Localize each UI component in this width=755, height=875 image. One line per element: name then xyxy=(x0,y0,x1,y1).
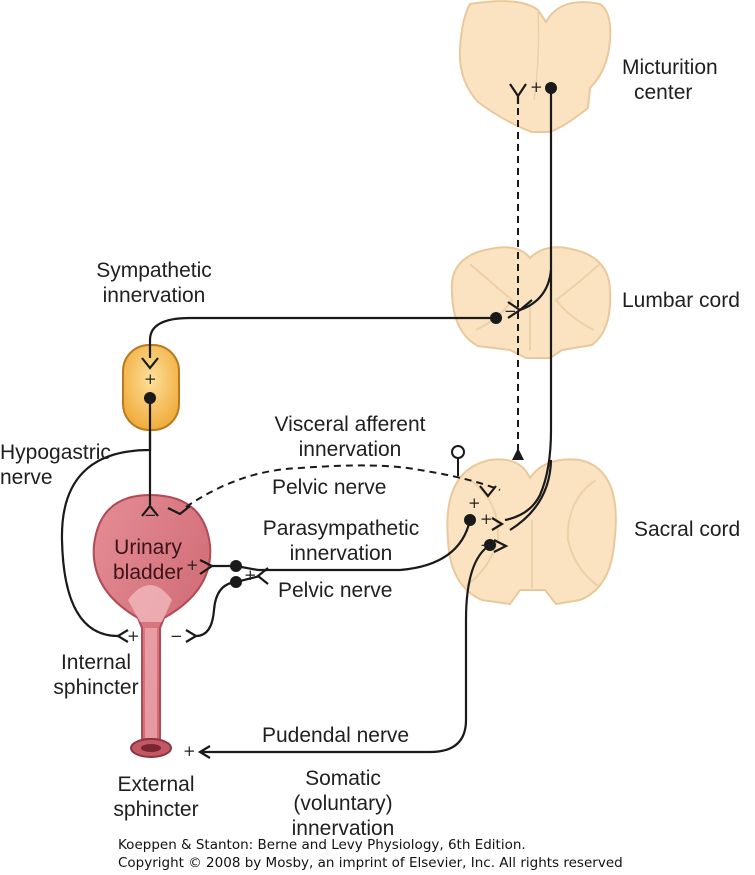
lumbar-branch-path xyxy=(519,269,553,312)
hypogastric-to-sphincter-path xyxy=(60,430,152,638)
terminal-afferent-start xyxy=(167,505,191,516)
minus-lumbar: − xyxy=(504,302,517,320)
nerve-pathways xyxy=(60,88,553,754)
plus-micturition: + xyxy=(530,78,543,96)
descending-excitatory-path xyxy=(504,88,553,522)
terminal-pelvic-ganglion xyxy=(256,567,269,585)
label-micturition-center: Micturition center xyxy=(622,56,718,104)
label-external-sphincter: External sphincter xyxy=(113,773,199,821)
minus-bladder-top: − xyxy=(144,506,157,524)
label-hypogastric-nerve: Hypogastric nerve xyxy=(0,441,111,489)
label-parasympathetic-innervation: Parasympathetic innervation xyxy=(262,517,420,565)
minus-sacral: − xyxy=(480,536,493,554)
urinary-bladder-shape xyxy=(92,493,212,758)
sacral-cord-section xyxy=(446,458,617,606)
copyright-credit: Koeppen & Stanton: Berne and Levy Physio… xyxy=(118,836,623,872)
plus-internal-sphincter: + xyxy=(127,627,140,645)
label-pelvic-nerve-lower: Pelvic nerve xyxy=(278,579,393,602)
label-sympathetic-innervation: Sympathetic innervation xyxy=(96,259,212,307)
label-visceral-afferent: Visceral afferent innervation xyxy=(274,413,426,461)
ascending-arrowhead xyxy=(512,448,524,460)
terminal-bladder-top xyxy=(141,504,159,517)
credit-line-2: Copyright © 2008 by Mosby, an imprint of… xyxy=(118,855,623,871)
plus-bladder: + xyxy=(186,556,199,574)
lumbar-cord-section xyxy=(450,246,612,359)
pudendal-nerve-path xyxy=(200,544,491,754)
receptor-terminal xyxy=(451,445,465,459)
label-internal-sphincter: Internal sphincter xyxy=(53,651,139,699)
terminal-micturition xyxy=(509,83,527,104)
label-pudendal-nerve: Pudendal nerve xyxy=(262,724,410,747)
synapse-terminals xyxy=(115,83,533,759)
plus-sacral-2: + xyxy=(480,510,493,528)
terminal-internal-sphincter-right xyxy=(185,629,199,643)
terminal-sacral-parasymp xyxy=(491,517,505,531)
label-somatic-innervation: Somatic (voluntary) innervation xyxy=(291,767,395,840)
terminal-sacral-afferent xyxy=(479,485,497,498)
terminal-ganglion xyxy=(141,357,159,370)
terminal-internal-sphincter-left xyxy=(115,629,129,643)
label-sacral-cord: Sacral cord xyxy=(634,518,741,541)
sacral-somatic-branch-path xyxy=(509,459,553,531)
sign-markers: + − + − + + + − + + + − xyxy=(127,78,543,760)
micturition-center-section xyxy=(458,0,612,133)
visceral-afferent-path xyxy=(185,464,501,508)
plus-ganglion: + xyxy=(144,370,157,388)
plus-pelvic: + xyxy=(244,566,257,584)
sympathetic-preganglionic-path xyxy=(148,316,496,358)
label-urinary-bladder: Urinary bladder xyxy=(112,536,184,584)
parasympathetic-sphincter-path xyxy=(195,580,237,638)
label-lumbar-cord: Lumbar cord xyxy=(622,289,740,312)
credit-line-1: Koeppen & Stanton: Berne and Levy Physio… xyxy=(118,837,526,853)
cell-bodies xyxy=(144,82,557,588)
plus-external-sphincter: + xyxy=(183,742,196,760)
plus-sacral-1: + xyxy=(468,494,481,512)
terminal-sacral-somatic xyxy=(493,539,509,553)
afferent-pathways xyxy=(185,96,519,508)
minus-internal-sphincter: − xyxy=(170,627,183,645)
terminal-lumbar xyxy=(507,299,533,319)
terminal-bladder-side xyxy=(199,559,215,575)
parasympathetic-preganglionic-path xyxy=(235,519,472,572)
terminal-external-sphincter xyxy=(197,745,211,759)
label-pelvic-nerve-upper: Pelvic nerve xyxy=(272,476,387,499)
